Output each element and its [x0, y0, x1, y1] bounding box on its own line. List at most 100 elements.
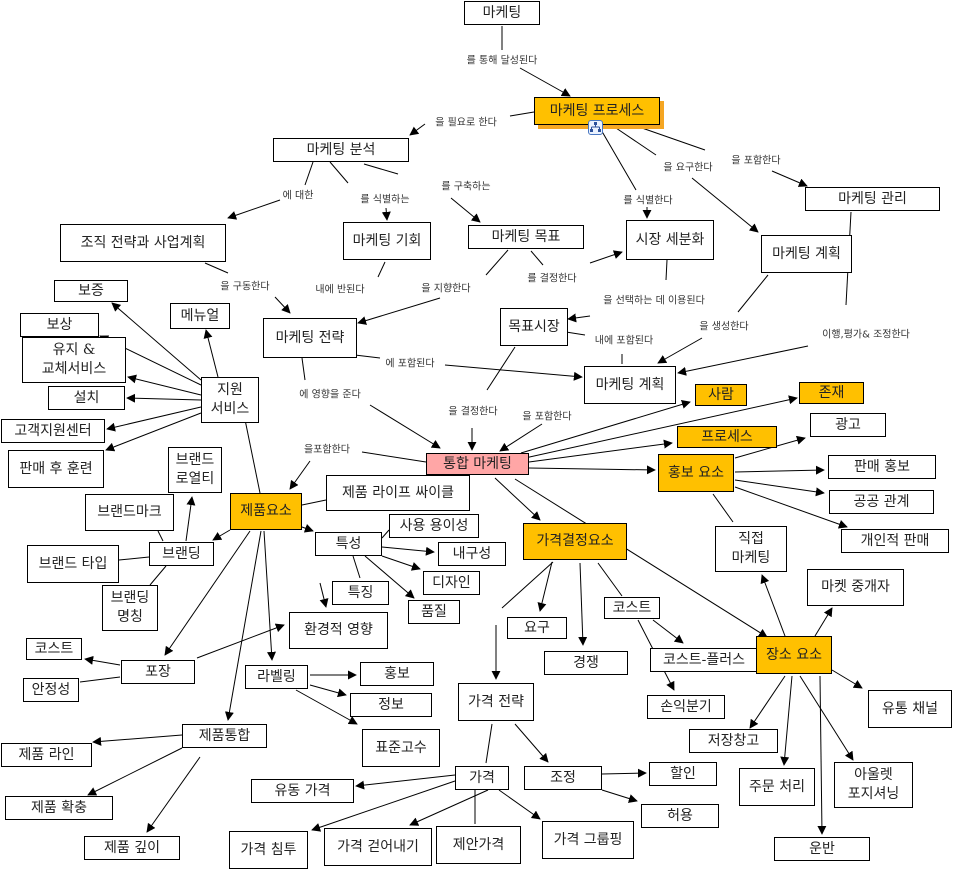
arrow-connector	[734, 435, 806, 459]
concept-node-70[interactable]: 직접 마케팅	[715, 526, 787, 572]
concept-node-42[interactable]: 환경적 영향	[289, 612, 388, 649]
concept-node-62[interactable]: 코스트	[604, 597, 660, 619]
concept-node-54[interactable]: 유동 가격	[251, 779, 354, 803]
concept-node-53[interactable]: 제품 깊이	[84, 836, 180, 860]
concept-node-44[interactable]: 포장	[121, 660, 195, 684]
concept-node-8[interactable]: 마케팅 관리	[805, 187, 940, 211]
concept-node-3[interactable]: 조직 전략과 사업계획	[60, 224, 226, 262]
concept-node-21[interactable]: 존재	[799, 382, 864, 404]
concept-node-12[interactable]: 목표시장	[500, 308, 568, 346]
concept-node-24[interactable]: 프로세스	[677, 426, 777, 448]
concept-node-56[interactable]: 가격 걷어내기	[324, 828, 432, 866]
concept-node-2[interactable]: 마케팅 분석	[273, 138, 409, 162]
concept-node-40[interactable]: 품질	[408, 600, 460, 624]
concept-node-34[interactable]: 특성	[315, 532, 382, 556]
concept-node-74[interactable]: 저장창고	[689, 729, 778, 753]
concept-node-11[interactable]: 마케팅 전략	[263, 318, 357, 358]
concept-node-22[interactable]: 광고	[810, 413, 886, 437]
arrow-connector	[263, 530, 276, 661]
concept-node-9[interactable]: 보증	[54, 280, 128, 302]
link-label: 에 대한	[281, 186, 315, 202]
concept-node-27[interactable]: 공공 관계	[829, 490, 934, 514]
concept-node-69[interactable]: 허용	[641, 804, 719, 828]
concept-node-49[interactable]: 표준고수	[362, 729, 440, 767]
arrow-connector	[381, 555, 421, 571]
concept-node-14[interactable]: 유지 & 교체서비스	[22, 337, 126, 383]
link-label: 을포함한다	[303, 440, 351, 456]
hierarchy-icon[interactable]	[588, 120, 603, 135]
concept-node-77[interactable]: 운반	[774, 837, 870, 861]
concept-node-7[interactable]: 마케팅 계획	[761, 235, 852, 273]
arrow-connector	[494, 477, 541, 521]
concept-node-30[interactable]: 제품요소	[230, 493, 302, 530]
concept-node-29[interactable]: 브랜드 로열티	[168, 447, 222, 493]
concept-node-19[interactable]: 마케팅 계획	[584, 366, 676, 404]
concept-node-58[interactable]: 가격 그룹핑	[542, 821, 634, 859]
concept-node-20[interactable]: 사람	[695, 384, 747, 406]
arrow-connector	[196, 623, 285, 659]
line-connector	[361, 451, 427, 463]
concept-node-26[interactable]: 판매 홍보	[828, 455, 936, 479]
line-connector	[565, 331, 586, 336]
concept-node-0[interactable]: 마케팅	[464, 1, 540, 25]
concept-node-31[interactable]: 제품 라이프 싸이클	[326, 475, 470, 511]
concept-node-15[interactable]: 설치	[48, 386, 125, 410]
concept-node-28[interactable]: 개인적 판매	[841, 529, 949, 553]
concept-node-6[interactable]: 시장 세분화	[626, 220, 714, 260]
concept-node-52[interactable]: 제품 확충	[5, 796, 113, 820]
concept-node-25[interactable]: 홍보 요소	[658, 454, 734, 492]
concept-node-48[interactable]: 정보	[350, 693, 432, 717]
concept-node-32[interactable]: 브랜드마크	[85, 494, 174, 531]
concept-node-63[interactable]: 코스트-플러스	[650, 648, 758, 672]
arrow-connector	[309, 684, 347, 698]
concept-node-67[interactable]: 조정	[524, 766, 602, 790]
concept-node-61[interactable]: 경쟁	[544, 651, 628, 675]
concept-node-33[interactable]: 사용 용이성	[389, 514, 479, 538]
arrow-connector	[567, 313, 591, 323]
concept-node-17[interactable]: 고객지원센터	[1, 419, 105, 443]
concept-node-60[interactable]: 요구	[507, 617, 567, 639]
concept-node-39[interactable]: 특징	[332, 581, 389, 605]
concept-node-45[interactable]: 안정성	[23, 678, 79, 702]
concept-node-64[interactable]: 손익분기	[647, 695, 725, 719]
concept-node-59[interactable]: 가격결정요소	[523, 523, 627, 560]
concept-node-68[interactable]: 할인	[649, 762, 717, 786]
concept-node-23[interactable]: 통합 마케팅	[426, 453, 529, 475]
concept-node-37[interactable]: 브랜드 타입	[27, 545, 119, 583]
arrow-connector	[224, 530, 262, 721]
concept-node-66[interactable]: 가격	[455, 766, 509, 790]
arrow-connector	[84, 655, 121, 666]
concept-node-55[interactable]: 가격 침투	[229, 831, 308, 869]
concept-node-46[interactable]: 라벨링	[245, 665, 308, 689]
concept-node-35[interactable]: 내구성	[438, 542, 506, 566]
arrow-connector	[734, 465, 825, 475]
concept-node-76[interactable]: 아울렛 포지셔닝	[834, 762, 913, 808]
concept-node-73[interactable]: 유통 채널	[868, 690, 952, 728]
concept-node-65[interactable]: 가격 전략	[458, 683, 534, 721]
line-connector	[118, 556, 150, 561]
concept-node-43[interactable]: 코스트	[26, 638, 82, 660]
concept-node-10[interactable]: 메뉴얼	[170, 303, 230, 329]
concept-node-75[interactable]: 주문 처리	[739, 768, 815, 806]
concept-node-13[interactable]: 보상	[20, 313, 99, 337]
concept-node-16[interactable]: 지원 서비스	[201, 377, 259, 423]
concept-node-71[interactable]: 마켓 중개자	[807, 569, 904, 606]
concept-node-41[interactable]: 브랜딩 명칭	[102, 585, 158, 631]
concept-node-4[interactable]: 마케팅 기회	[343, 222, 431, 260]
concept-node-72[interactable]: 장소 요소	[756, 636, 832, 674]
concept-node-36[interactable]: 브랜딩	[149, 542, 214, 566]
concept-node-18[interactable]: 판매 후 훈련	[8, 450, 104, 488]
arrow-connector	[146, 756, 201, 833]
arrow-connector	[514, 723, 549, 763]
concept-node-57[interactable]: 제안가격	[436, 826, 521, 864]
concept-node-47[interactable]: 홍보	[360, 662, 434, 686]
arrow-connector	[528, 465, 656, 475]
arrow-connector	[771, 170, 808, 187]
link-label: 을 생성한다	[698, 317, 750, 333]
concept-node-38[interactable]: 디자인	[423, 571, 480, 595]
concept-node-51[interactable]: 제품 라인	[1, 743, 92, 767]
concept-node-50[interactable]: 제품통합	[182, 724, 267, 748]
concept-node-5[interactable]: 마케팅 목표	[468, 225, 584, 249]
arrow-connector	[524, 395, 798, 459]
